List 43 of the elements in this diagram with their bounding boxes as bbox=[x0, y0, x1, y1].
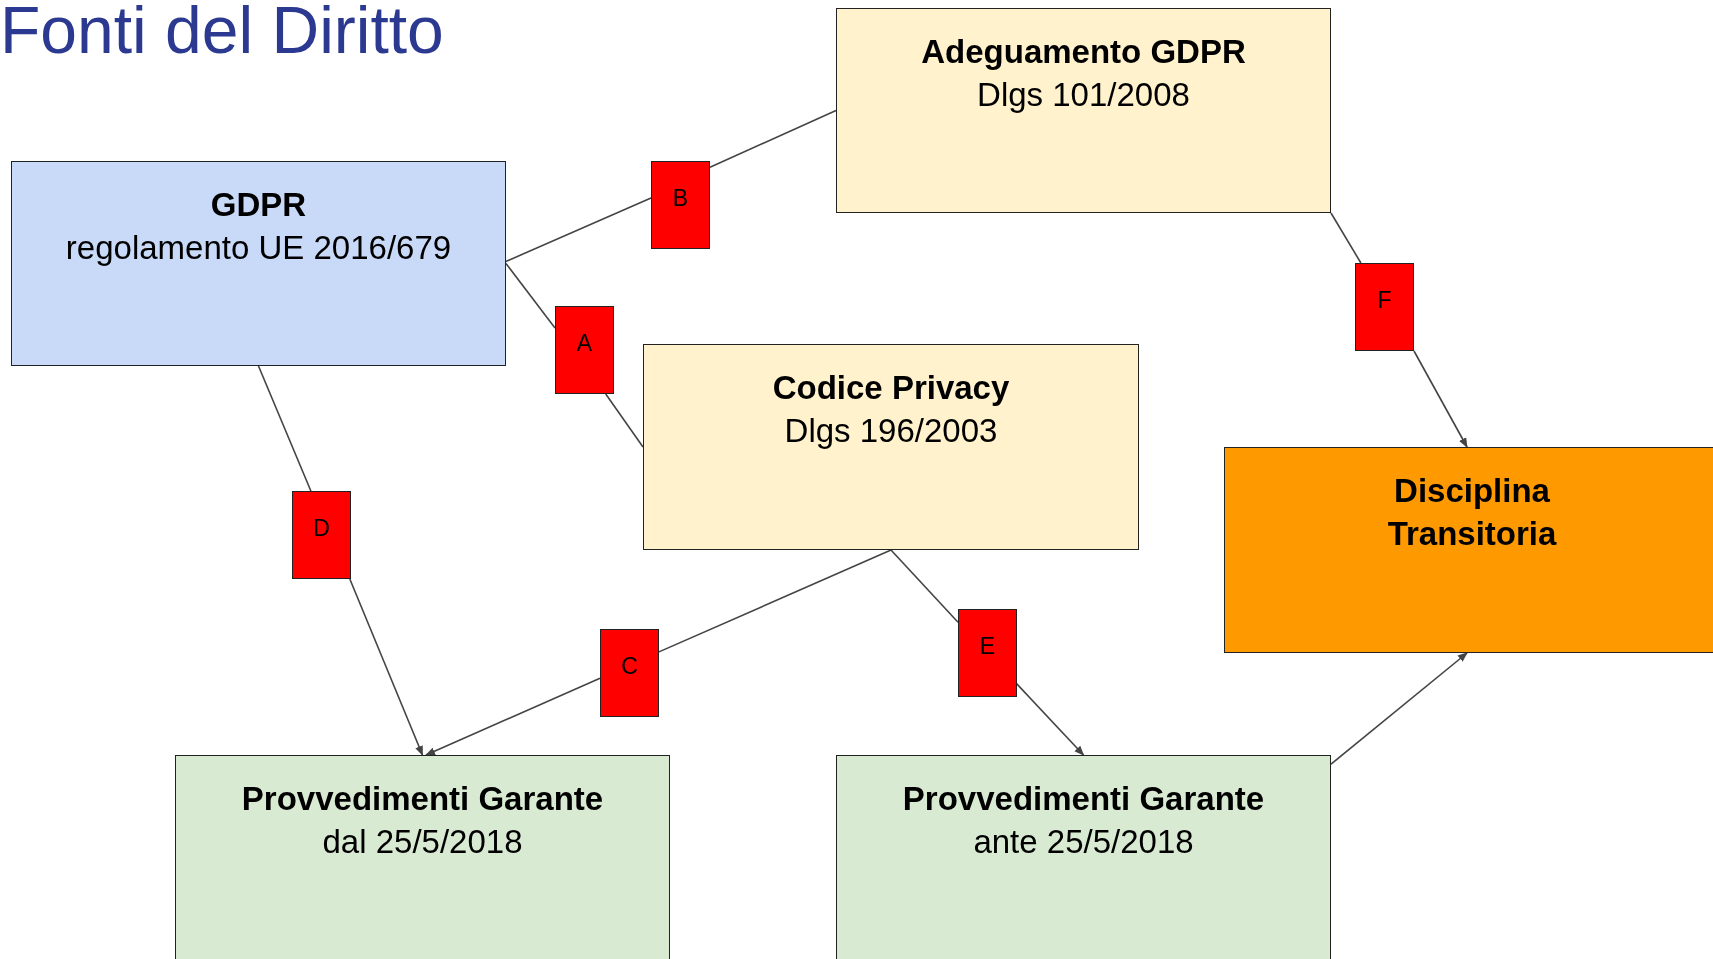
letter-tag bbox=[651, 161, 710, 249]
letter-tag bbox=[555, 306, 614, 394]
source-box bbox=[11, 161, 506, 366]
tag-letter: C bbox=[621, 652, 638, 681]
source-box bbox=[643, 344, 1139, 550]
tag-letter: A bbox=[576, 329, 593, 358]
tag-letter: B bbox=[672, 184, 689, 213]
tag-letter: E bbox=[979, 632, 996, 661]
source-box bbox=[836, 8, 1331, 213]
arrow bbox=[349, 578, 424, 756]
connector-line bbox=[1330, 212, 1362, 264]
connector-line bbox=[604, 393, 644, 448]
connector-line bbox=[505, 197, 652, 263]
box-heading: Codice Privacy bbox=[772, 368, 1010, 408]
connector-line bbox=[890, 549, 959, 623]
box-heading: Provvedimenti Garante bbox=[241, 779, 604, 819]
connector-line bbox=[658, 549, 892, 653]
box-heading: Disciplina Transitoria bbox=[1386, 471, 1558, 554]
source-box bbox=[1224, 447, 1713, 653]
box-subtitle: Dlgs 196/2003 bbox=[784, 410, 998, 451]
page-title: Fonti del Diritto bbox=[0, 0, 444, 68]
letter-tag bbox=[600, 629, 659, 717]
arrow bbox=[1413, 350, 1468, 448]
source-box bbox=[175, 755, 670, 959]
box-subtitle: ante 25/5/2018 bbox=[973, 821, 1194, 862]
tag-letter: F bbox=[1377, 286, 1392, 315]
box-subtitle: dal 25/5/2018 bbox=[322, 821, 523, 862]
arrow bbox=[425, 677, 601, 756]
letter-tag bbox=[1355, 263, 1414, 351]
connector-line bbox=[505, 262, 556, 329]
connector-line bbox=[257, 365, 312, 492]
source-box bbox=[836, 755, 1331, 959]
box-heading: GDPR bbox=[210, 185, 307, 225]
arrow bbox=[1015, 682, 1085, 756]
box-subtitle: regolamento UE 2016/679 bbox=[65, 227, 452, 268]
box-heading: Provvedimenti Garante bbox=[902, 779, 1265, 819]
tag-letter: D bbox=[313, 514, 330, 543]
connector-line bbox=[709, 109, 837, 168]
arrow bbox=[1330, 652, 1468, 765]
letter-tag bbox=[958, 609, 1017, 697]
letter-tag bbox=[292, 491, 351, 579]
box-subtitle: Dlgs 101/2008 bbox=[977, 74, 1190, 115]
box-heading: Adeguamento GDPR bbox=[921, 32, 1246, 72]
